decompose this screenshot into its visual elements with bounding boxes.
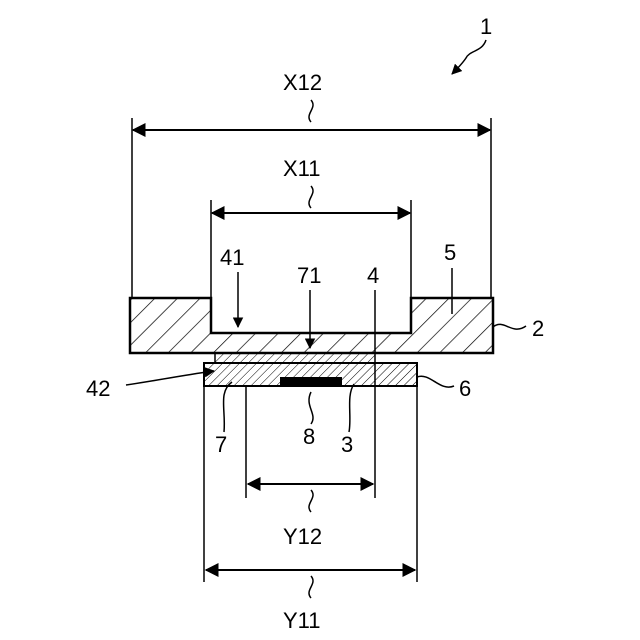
dimension-x11-leader xyxy=(309,186,313,208)
dimension-y11-label: Y11 xyxy=(283,608,321,633)
element-8 xyxy=(280,377,342,386)
part-8-label: 8 xyxy=(303,424,315,449)
part-2-leader xyxy=(493,324,526,329)
part-2-label: 2 xyxy=(532,316,544,341)
dimension-y12-label: Y12 xyxy=(283,524,322,549)
part-41-label: 41 xyxy=(220,245,244,270)
part-6-label: 6 xyxy=(459,376,471,401)
part-3-label: 3 xyxy=(341,432,353,457)
part-42-label: 42 xyxy=(86,376,110,401)
device-ref-arrow xyxy=(452,40,486,74)
device-ref-label: 1 xyxy=(480,14,492,39)
part-5-label: 5 xyxy=(444,240,456,265)
part-42-leader xyxy=(126,371,214,385)
part-7-leader xyxy=(224,382,233,432)
dimension-x12-leader xyxy=(309,100,313,122)
part-8-leader xyxy=(309,392,313,424)
dimension-x11-label: X11 xyxy=(283,156,321,181)
plate-body xyxy=(130,298,493,353)
part-4-label: 4 xyxy=(367,263,379,288)
dimension-x12-label: X12 xyxy=(283,70,322,95)
part-7-label: 7 xyxy=(215,432,227,457)
dimension-y11-leader xyxy=(309,576,313,598)
part-3-leader xyxy=(349,384,354,432)
part-6-leader xyxy=(417,376,454,387)
part-71-label: 71 xyxy=(297,263,321,288)
dimension-y12-leader xyxy=(309,490,313,512)
layer-4 xyxy=(215,353,375,363)
